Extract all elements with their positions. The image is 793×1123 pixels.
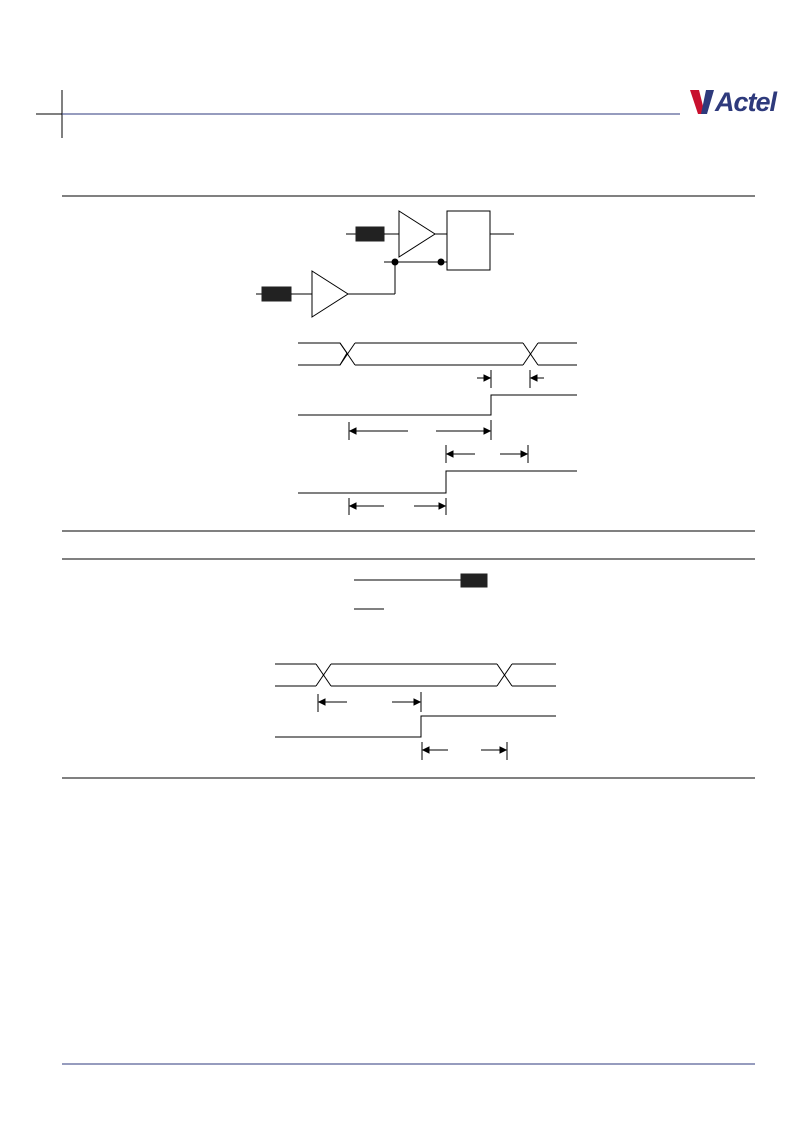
clock-waveform-2 bbox=[298, 470, 577, 494]
buffer-triangle-icon bbox=[311, 270, 349, 318]
timing-diagram-1 bbox=[298, 342, 577, 515]
crop-marks bbox=[36, 90, 63, 138]
register-box-icon bbox=[446, 210, 491, 271]
clock-pad bbox=[261, 286, 292, 302]
brand-name: Actel bbox=[715, 87, 777, 117]
schematic-register-input bbox=[256, 210, 514, 318]
clock-waveform-3 bbox=[275, 715, 556, 738]
actel-logo: Actel bbox=[690, 86, 777, 118]
actel-logo-icon bbox=[690, 90, 714, 114]
schematic-output bbox=[354, 573, 488, 610]
timing-diagram-2 bbox=[275, 663, 556, 760]
data-pad bbox=[355, 226, 385, 242]
buffer-triangle-icon bbox=[398, 210, 436, 258]
output-pad bbox=[460, 573, 488, 588]
clock-waveform-1 bbox=[298, 394, 577, 416]
